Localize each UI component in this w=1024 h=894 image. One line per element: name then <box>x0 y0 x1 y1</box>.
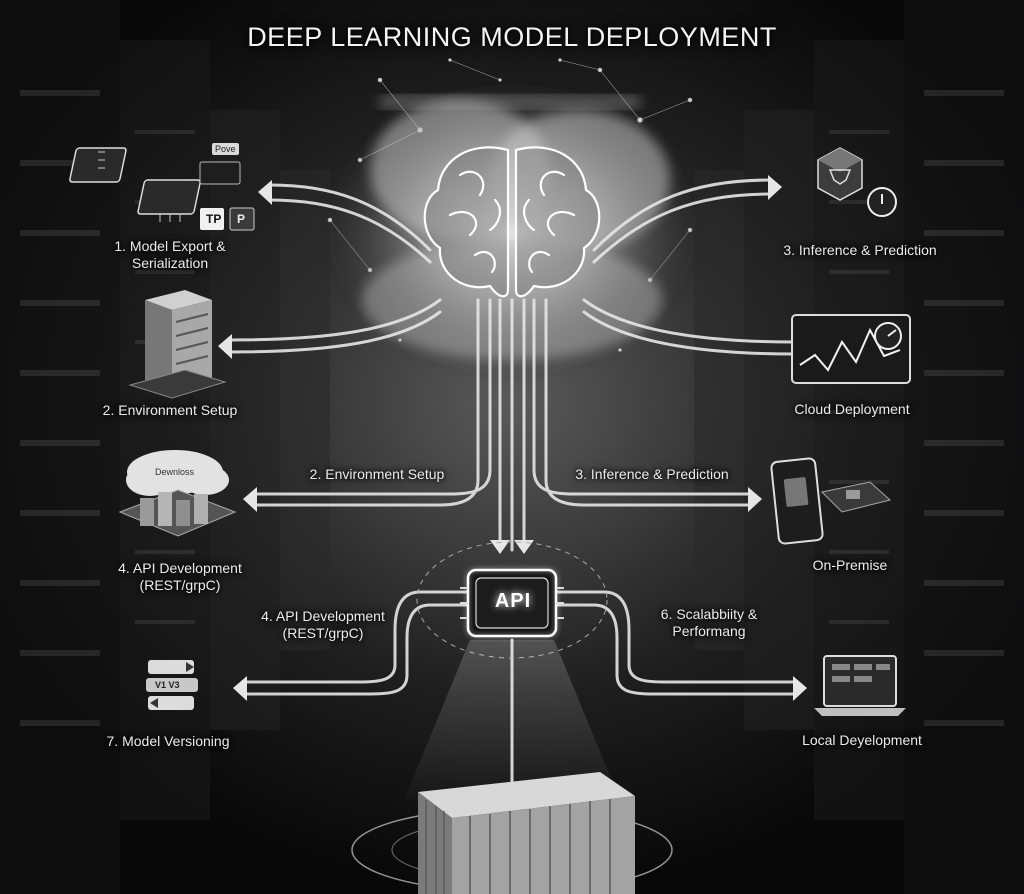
api-label: API <box>494 590 532 612</box>
chip-tag-p: P <box>237 212 246 226</box>
inner-label-scalability: 6. Scalabbiity &Performang <box>660 606 758 639</box>
brain-cloud <box>322 80 702 380</box>
chip-icon <box>69 147 255 231</box>
version-tag: V1 V3 <box>155 680 180 690</box>
container-icon <box>351 772 673 894</box>
cloud-datacenter-icon <box>118 450 237 537</box>
chip-tag-tp: TP <box>206 212 222 226</box>
left-label-api-development: 4. API Development(REST/grpC) <box>118 560 242 593</box>
cube-icon <box>817 147 897 217</box>
brain-icon <box>423 146 601 298</box>
page-title: DEEP LEARNING MODEL DEPLOYMENT <box>247 22 777 52</box>
inner-label-api-development: 4. API Development(REST/grpC) <box>261 608 385 641</box>
light-beam <box>404 640 620 800</box>
left-label-model-versioning: 7. Model Versioning <box>106 733 230 749</box>
inner-label-inference: 3. Inference & Prediction <box>575 466 729 482</box>
chip-tag: Pove <box>212 143 239 155</box>
version-icon <box>146 660 198 710</box>
api-chip <box>460 567 564 639</box>
right-label-local-development: Local Deyelopment <box>802 732 922 748</box>
dashboard-icon <box>791 314 911 384</box>
mobile-device-icon <box>770 457 892 545</box>
left-label-environment-setup: 2. Environment Setup <box>102 402 238 418</box>
connection-lines <box>228 178 797 792</box>
right-label-inference: 3. Inference & Prediction <box>783 242 937 258</box>
cloud-tag: Dewnloss <box>155 467 195 477</box>
laptop-icon <box>814 655 906 716</box>
server-racks-right <box>694 0 1024 894</box>
left-label-model-export: 1. Model Export &Serialization <box>114 238 226 271</box>
right-label-cloud-deployment: Cloud Deployment <box>794 401 910 417</box>
inner-label-environment-setup: 2. Environment Setup <box>309 466 445 482</box>
server-icon <box>128 290 227 399</box>
right-label-on-premise: On-Premise <box>812 557 888 573</box>
